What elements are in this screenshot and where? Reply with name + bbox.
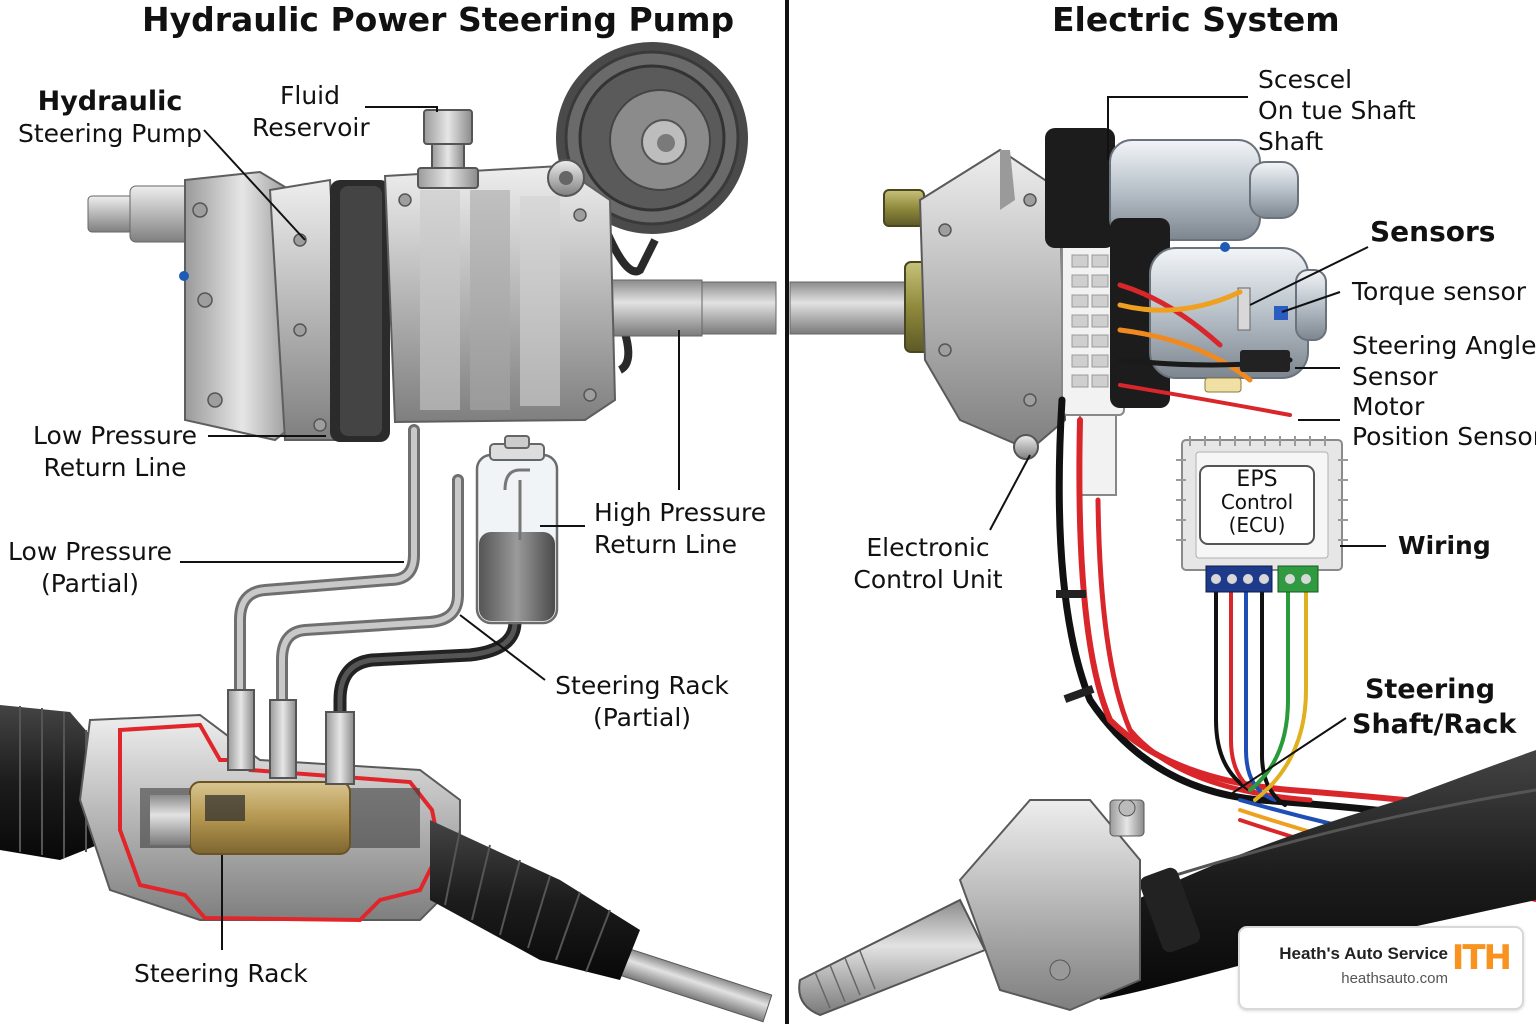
label-wiring: Wiring [1398, 531, 1491, 560]
label-torque-sensor: Torque sensor [1352, 277, 1527, 306]
label-low-pressure-partial: Low Pressure(Partial) [8, 537, 172, 598]
label-sensors: Sensors [1370, 215, 1496, 248]
fluid-reservoir-fitting [417, 109, 479, 189]
sensor-connector-block [1061, 214, 1125, 496]
hydraulic-panel-title: Hydraulic Power Steering Pump [142, 0, 735, 39]
brand-url: heathsauto.com [1341, 970, 1448, 987]
steering-rack-left [0, 689, 773, 1023]
brand-logo-mark: ITH [1451, 938, 1512, 978]
eps-ecu-module-art [1176, 436, 1348, 593]
electric-panel-title: Electric System [1052, 0, 1340, 39]
pulley [556, 42, 748, 374]
eps-gear-housing [918, 148, 1067, 460]
brand-badge: Heath's Auto Service heathsauto.com ITH [1238, 926, 1524, 1010]
label-steering-rack: Steering Rack [134, 959, 308, 988]
reservoir-canister [475, 435, 559, 625]
leader-lines-left [180, 106, 680, 950]
steering-rack-right [798, 750, 1536, 1017]
leader-lines-right [989, 96, 1386, 797]
sensor-wires [1117, 282, 1293, 417]
hydraulic-pump-body [87, 159, 617, 442]
hydraulic-lines [234, 424, 522, 727]
label-steering-rack-partial: Steering Rack(Partial) [555, 671, 729, 732]
brand-name: Heath's Auto Service [1279, 944, 1448, 963]
